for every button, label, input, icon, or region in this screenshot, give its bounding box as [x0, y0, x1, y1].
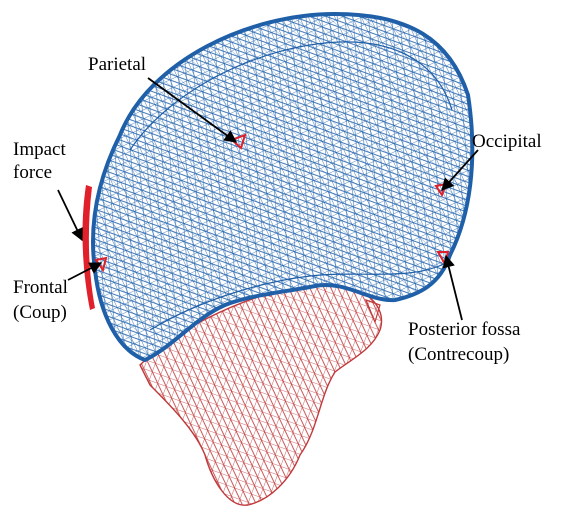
label-parietal: Parietal — [88, 54, 146, 75]
label-frontal-line2: (Coup) — [13, 302, 67, 323]
label-occipital: Occipital — [472, 131, 542, 152]
label-impact-line2: force — [13, 162, 52, 183]
label-posterior-fossa-line2: (Contrecoup) — [408, 344, 509, 365]
label-impact-line1: Impact — [13, 139, 66, 160]
posterior-fossa-arrow — [446, 256, 462, 320]
label-posterior-fossa-line1: Posterior fossa — [408, 319, 521, 340]
impact-force-arrow — [58, 190, 82, 240]
label-frontal-line1: Frontal — [13, 277, 68, 298]
